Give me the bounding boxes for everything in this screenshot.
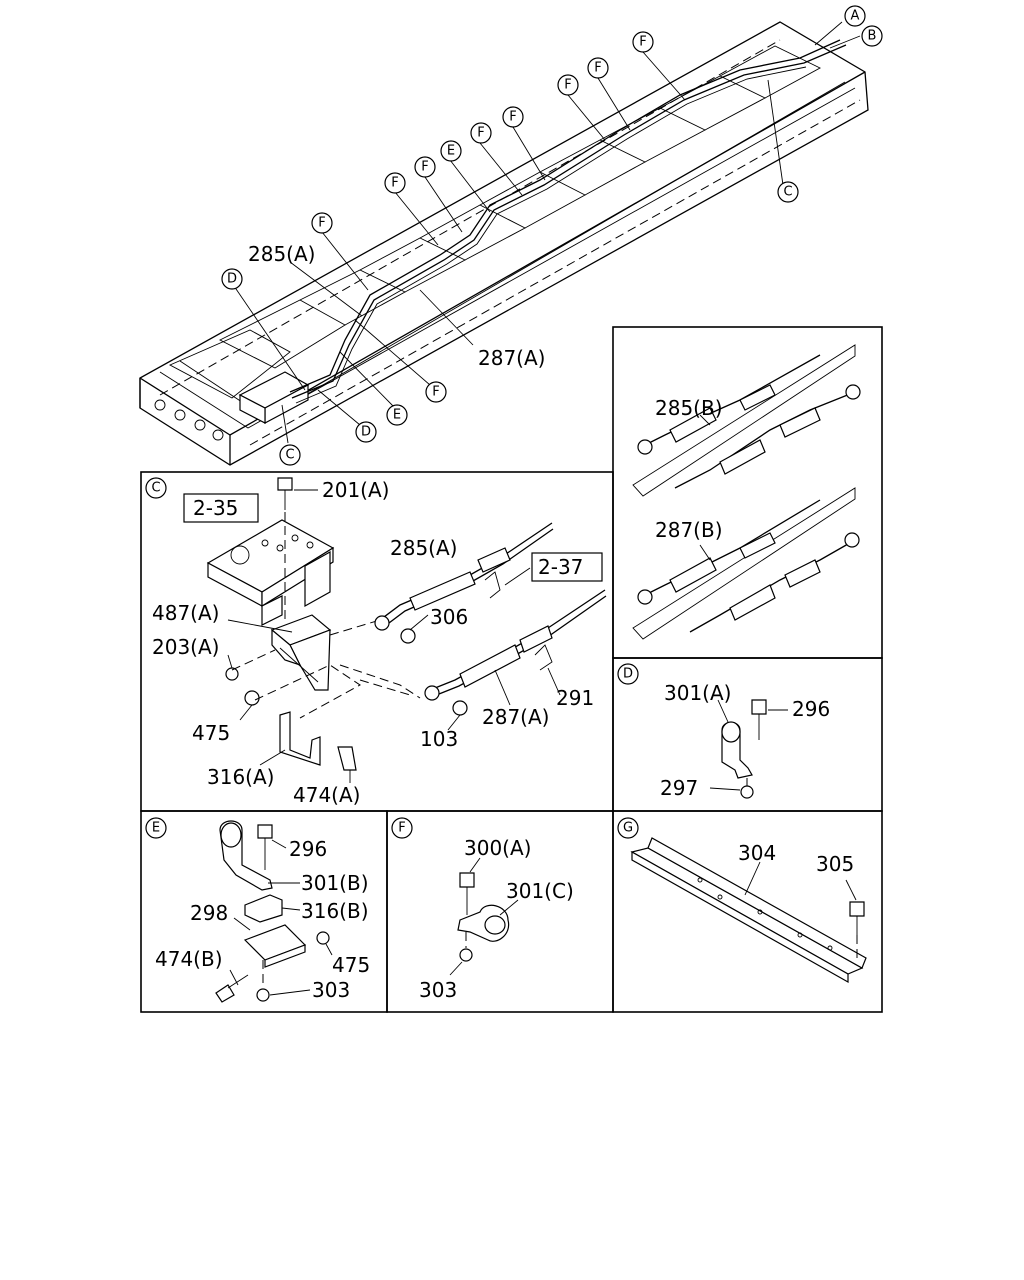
panel-cables: 285(B) 287(B) bbox=[632, 344, 861, 640]
label-305: 305 bbox=[816, 852, 854, 876]
label-316a: 316(A) bbox=[207, 765, 274, 789]
callout-f-1 bbox=[632, 31, 654, 53]
label-306: 306 bbox=[430, 605, 468, 629]
label-301c: 301(C) bbox=[506, 879, 574, 903]
label-301b: 301(B) bbox=[301, 871, 369, 895]
label-296-d: 296 bbox=[792, 697, 830, 721]
label-285b: 285(B) bbox=[655, 396, 723, 420]
label-303-f: 303 bbox=[419, 978, 457, 1002]
callout-e-upper-text: E bbox=[447, 144, 455, 159]
callout-e-lower bbox=[386, 404, 408, 426]
label-475-e: 475 bbox=[332, 953, 370, 977]
callout-f-1-text: F bbox=[639, 35, 646, 50]
label-304: 304 bbox=[738, 841, 776, 865]
label-287b: 287(B) bbox=[655, 518, 723, 542]
label-201a: 201(A) bbox=[322, 478, 389, 502]
callout-f-9 bbox=[425, 381, 447, 403]
label-296-e: 296 bbox=[289, 837, 327, 861]
callout-a-text: A bbox=[851, 9, 860, 24]
label-285a: 285(A) bbox=[390, 536, 457, 560]
callout-b-text: B bbox=[868, 29, 877, 44]
label-301a: 301(A) bbox=[664, 681, 731, 705]
callout-d-lower bbox=[355, 421, 377, 443]
callout-f-3 bbox=[557, 74, 579, 96]
callout-f-3-text: F bbox=[564, 78, 571, 93]
label-287a: 287(A) bbox=[482, 705, 549, 729]
callout-f-6 bbox=[414, 156, 436, 178]
panel-d-tag: D bbox=[623, 667, 633, 682]
panel-g-tag: G bbox=[623, 821, 633, 836]
ref-box-2-35 bbox=[183, 493, 259, 523]
panel-g: G 304 305 bbox=[617, 817, 867, 984]
label-291: 291 bbox=[556, 686, 594, 710]
callout-f-7 bbox=[384, 172, 406, 194]
panel-f-tag: F bbox=[398, 821, 405, 836]
label-298: 298 bbox=[190, 901, 228, 925]
callout-f-2 bbox=[587, 57, 609, 79]
callout-d-lower-text: D bbox=[361, 425, 371, 440]
callout-c-rear-text: C bbox=[783, 185, 792, 200]
ref-2-37: 2-37 bbox=[538, 555, 583, 579]
callout-f-5-text: F bbox=[477, 126, 484, 141]
panel-c: C 2-35 2-37 bbox=[145, 477, 607, 807]
label-303-e: 303 bbox=[312, 978, 350, 1002]
label-316b: 316(B) bbox=[301, 899, 369, 923]
ref-2-35: 2-35 bbox=[193, 496, 238, 520]
callout-f-4 bbox=[502, 106, 524, 128]
label-475: 475 bbox=[192, 721, 230, 745]
label-203a: 203(A) bbox=[152, 635, 219, 659]
callout-d-upper-text: D bbox=[227, 272, 237, 287]
callout-f-4-text: F bbox=[509, 110, 516, 125]
panel-d: D 301(A) 296 297 bbox=[617, 663, 830, 800]
callout-f-7-text: F bbox=[391, 176, 398, 191]
callout-f-5 bbox=[470, 122, 492, 144]
callout-f-6-text: F bbox=[421, 160, 428, 175]
callout-f-2-text: F bbox=[594, 61, 601, 76]
callout-e-lower-text: E bbox=[393, 408, 401, 423]
callout-e-upper bbox=[440, 140, 462, 162]
panel-f: F 300(A) 301(C) 303 bbox=[391, 817, 574, 1002]
label-285a-top: 285(A) bbox=[248, 242, 315, 266]
label-487a: 487(A) bbox=[152, 601, 219, 625]
label-287a-top: 287(A) bbox=[478, 346, 545, 370]
label-297: 297 bbox=[660, 776, 698, 800]
callout-f-8 bbox=[311, 212, 333, 234]
label-103: 103 bbox=[420, 727, 458, 751]
label-300a: 300(A) bbox=[464, 836, 531, 860]
frame-rail-top-view: A B C C D D E E F F F F F F F F F F 285(… bbox=[139, 5, 883, 466]
panel-frames bbox=[140, 326, 883, 1013]
callout-f-9-text: F bbox=[432, 385, 439, 400]
callout-a bbox=[844, 5, 866, 27]
callout-b bbox=[861, 25, 883, 47]
callout-f-8-text: F bbox=[318, 216, 325, 231]
callout-c-front bbox=[279, 444, 301, 466]
callout-c-front-text: C bbox=[285, 448, 294, 463]
label-474b: 474(B) bbox=[155, 947, 223, 971]
callout-c-rear bbox=[777, 181, 799, 203]
panel-e-tag: E bbox=[152, 821, 160, 836]
ref-box-2-37 bbox=[531, 552, 603, 582]
label-474a: 474(A) bbox=[293, 783, 360, 807]
panel-c-tag: C bbox=[151, 481, 160, 496]
callout-d-upper bbox=[221, 268, 243, 290]
panel-e: E 296 301(B) 298 316(B) 474(B) 475 303 bbox=[145, 817, 370, 1003]
